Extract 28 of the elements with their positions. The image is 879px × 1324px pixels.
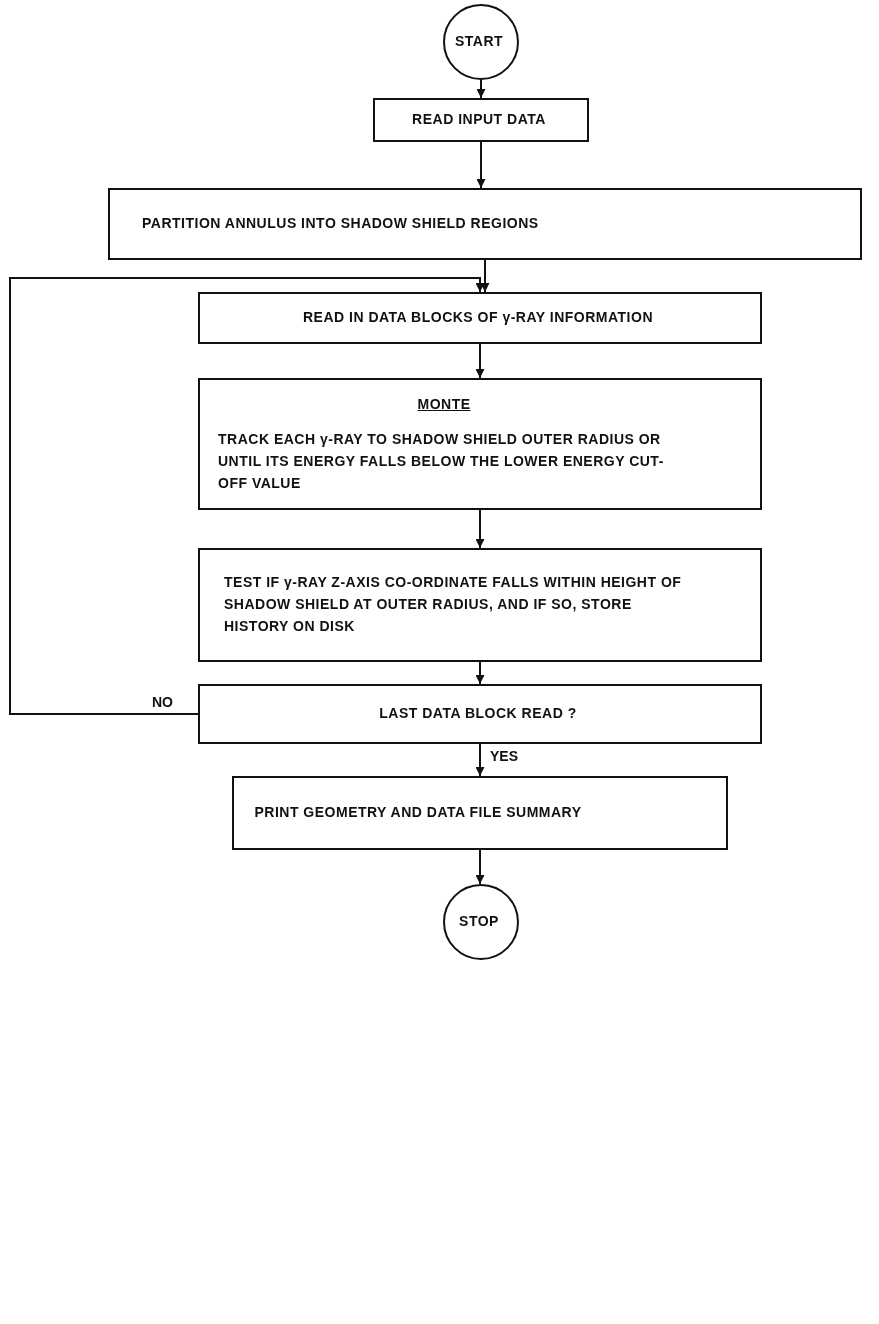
arrow xyxy=(475,343,485,379)
arrow xyxy=(476,79,486,99)
edge-label: NO xyxy=(150,694,175,710)
process-box xyxy=(373,98,589,142)
process-box xyxy=(198,378,762,510)
arrow xyxy=(475,743,485,777)
box-heading: MONTE xyxy=(416,394,472,414)
box-text: LAST DATA BLOCK READ ? xyxy=(378,704,578,724)
process-box xyxy=(198,548,762,662)
box-text: TEST IF γ-RAY Z-AXIS CO-ORDINATE FALLS WITHIN HEIGHT OF SHADOW SHIELD AT OUTER RADIUS, AND IF SO, STORE HISTORY ON DISK xyxy=(224,573,683,636)
process-box xyxy=(232,776,728,850)
box-text: STOP xyxy=(459,912,499,932)
process-box xyxy=(198,292,762,344)
box-text: READ INPUT DATA xyxy=(411,110,547,130)
arrow xyxy=(476,141,486,189)
decision-box xyxy=(198,684,762,744)
box-text: START xyxy=(454,32,504,52)
arrow xyxy=(475,849,485,885)
box-text: TRACK EACH γ-RAY TO SHADOW SHIELD OUTER RADIUS OR UNTIL ITS ENERGY FALLS BELOW THE LOWER ENERGY CUT-OFF VALUE xyxy=(218,430,665,493)
box-text: READ IN DATA BLOCKS OF γ-RAY INFORMATION xyxy=(301,308,654,328)
arrow xyxy=(480,259,490,293)
arrow xyxy=(475,509,485,549)
arrow xyxy=(9,277,485,715)
box-text: PRINT GEOMETRY AND DATA FILE SUMMARY xyxy=(253,803,583,823)
box-text: PARTITION ANNULUS INTO SHADOW SHIELD REGIONS xyxy=(142,214,540,234)
process-box xyxy=(108,188,862,260)
edge-label: YES xyxy=(488,748,520,764)
arrow xyxy=(475,661,485,685)
